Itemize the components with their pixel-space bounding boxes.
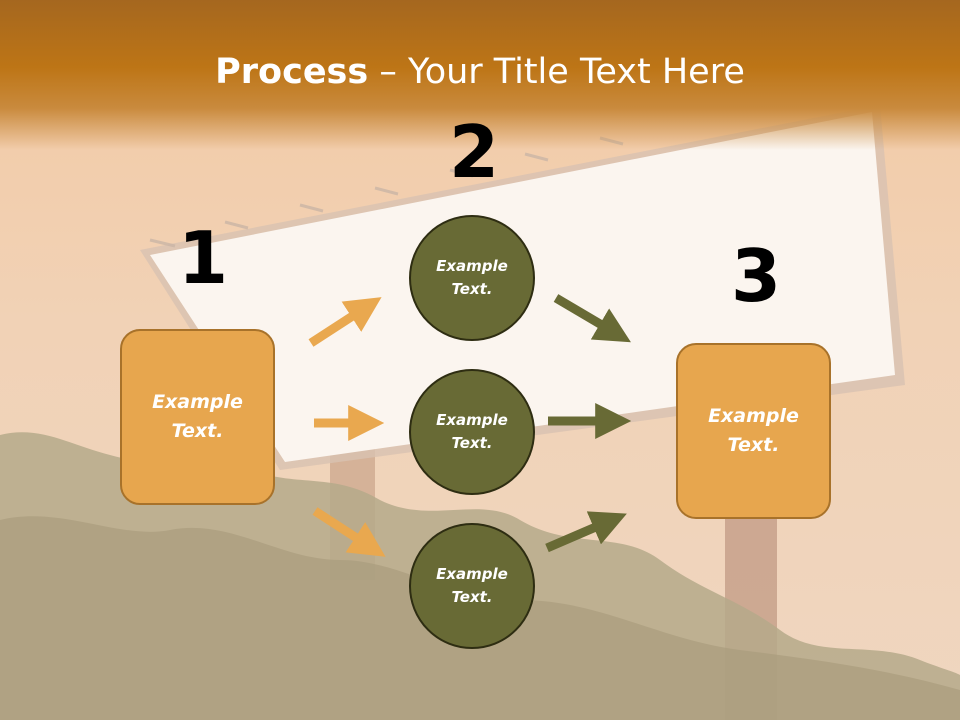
circle-bottom-line2: Text.	[451, 588, 493, 606]
circle-top-line2: Text.	[451, 280, 493, 298]
step-number-3: 3	[731, 234, 782, 318]
arrow-up-right-2	[545, 511, 627, 553]
right-box-line2: Text.	[727, 434, 780, 456]
circle-top-line1: Example	[436, 256, 508, 275]
circle-middle-line2: Text.	[451, 434, 493, 452]
right-box-line1: Example	[708, 404, 799, 427]
circle-bottom-line1: Example	[436, 564, 508, 583]
title-rest: – Your Title Text Here	[368, 52, 745, 92]
arrow-down-right-1	[312, 507, 386, 557]
arrow-up-right-1	[308, 297, 382, 347]
circle-middle-line1: Example	[436, 410, 508, 429]
title-bold: Process	[215, 52, 369, 92]
arrow-down-right-2	[553, 294, 631, 343]
left-box-line1: Example	[152, 390, 243, 413]
title-band	[0, 0, 960, 150]
step-number-1: 1	[178, 216, 229, 300]
step-number-2: 2	[449, 110, 500, 194]
slide-title: Process – Your Title Text Here	[0, 52, 960, 92]
left-box-line2: Text.	[171, 420, 224, 442]
